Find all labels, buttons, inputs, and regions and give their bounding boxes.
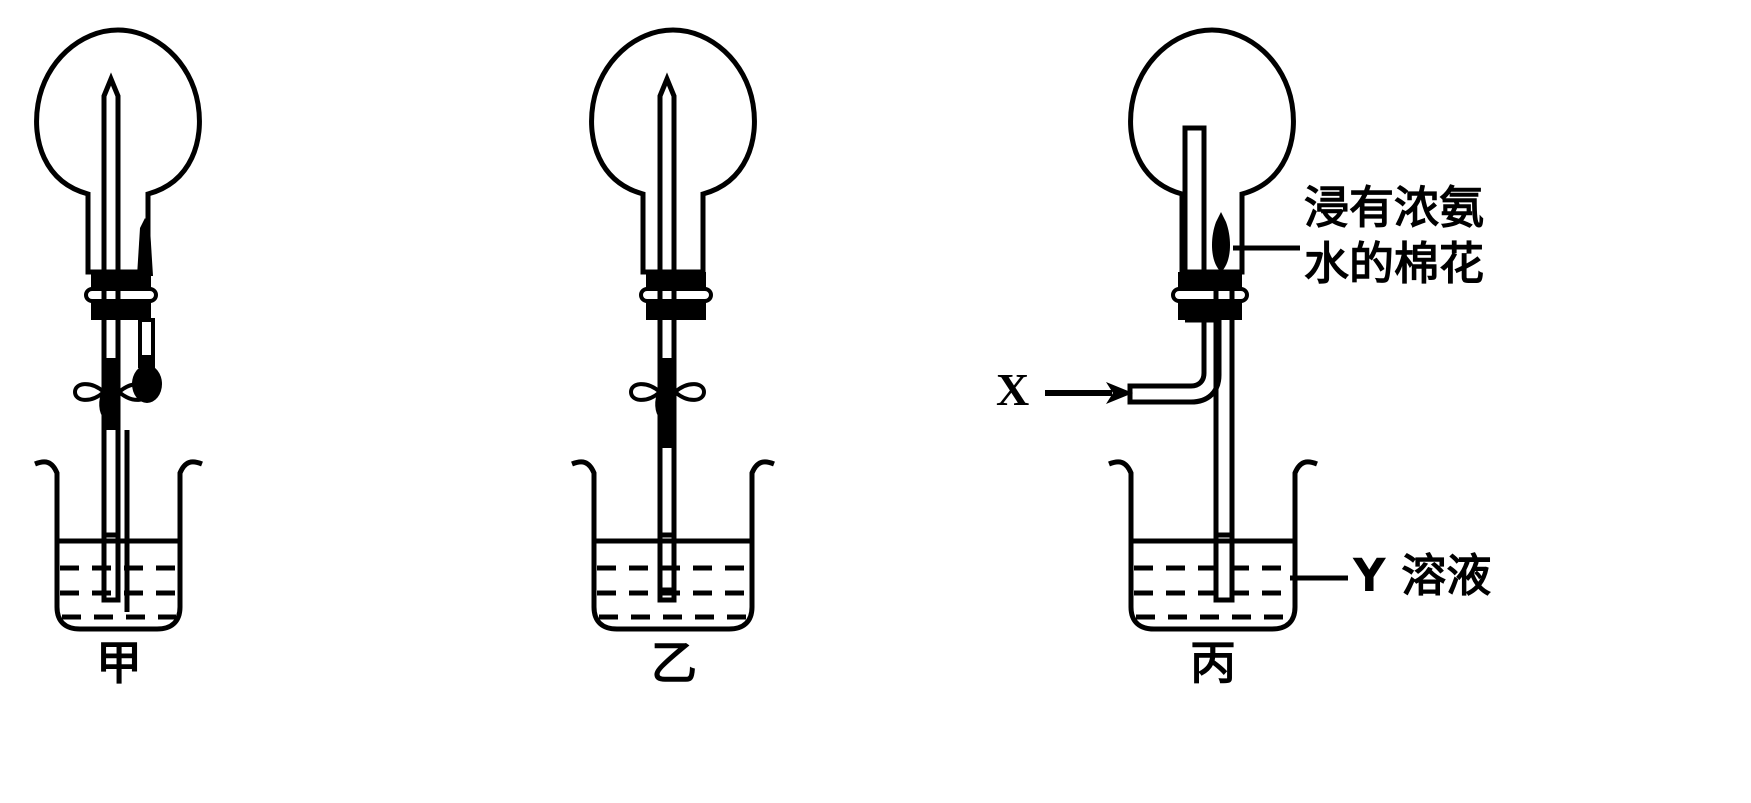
rubber-stopper-yi [639,272,713,320]
apparatus-label-yi: 乙 [651,636,697,690]
glass-tube-jia [101,72,121,603]
bent-inlet-tube-bing [1127,317,1222,405]
burning-splint-jia [137,218,153,276]
apparatus-label-jia: 甲 [96,636,142,690]
dropper-jia [132,318,162,403]
apparatus-jia [34,27,203,632]
tube-tip-jia [101,532,121,603]
beaker-bing [1108,459,1318,632]
glass-tube-yi [657,72,677,603]
apparatus-label-bing: 丙 [1190,636,1236,690]
rubber-stopper-bing [1171,272,1249,320]
ammonia-cotton-bing [1211,212,1231,272]
ammonia-cotton-label-line2: 水的棉花 [1304,237,1485,290]
liquid-bing [1131,538,1295,620]
tube-tip-yi [657,532,677,593]
tube-tip-bing [1213,532,1235,603]
inlet-label-x: X [996,364,1030,415]
apparatus-yi [571,27,775,632]
pinch-clamp-jia [72,382,151,421]
beaker-yi [571,459,775,632]
round-bottom-flask-jia [34,27,202,275]
apparatus-bing [1108,27,1318,632]
pinch-clamp-yi [628,382,707,421]
rubber-stopper-jia [84,272,158,320]
beaker-jia [34,459,203,632]
ammonia-cotton-label-line1: 浸有浓氨 [1304,181,1485,234]
round-bottom-flask-yi [589,27,757,275]
round-bottom-flask-bing [1128,27,1296,275]
inlet-arrow-x [1045,382,1133,404]
inlet-tube-bing [1182,125,1207,275]
solution-label-y: Y 溶液 [1353,549,1492,602]
